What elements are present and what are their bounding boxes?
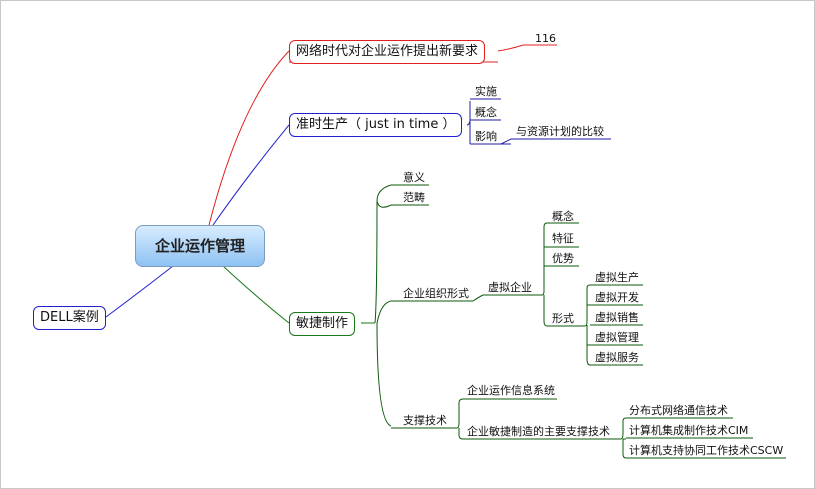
node-form-production[interactable]: 虚拟生产 <box>595 271 639 284</box>
node-jit-compare[interactable]: 与资源计划的比较 <box>516 125 604 138</box>
link-root-branch1 <box>208 50 290 226</box>
node-info-system[interactable]: 企业运作信息系统 <box>467 384 555 397</box>
node-agile-org-form[interactable]: 企业组织形式 <box>403 287 469 300</box>
link-branch1-116 <box>497 44 524 52</box>
node-jit-shishi[interactable]: 实施 <box>475 85 497 98</box>
node-form-management[interactable]: 虚拟管理 <box>595 331 639 344</box>
branch-network-era[interactable]: 网络时代对企业运作提出新要求 <box>289 40 486 64</box>
node-form-service[interactable]: 虚拟服务 <box>595 351 639 364</box>
link-root-branch2 <box>212 124 290 226</box>
node-jit-gainian[interactable]: 概念 <box>475 106 497 119</box>
link-branch2-children <box>466 101 471 144</box>
node-form-development[interactable]: 虚拟开发 <box>595 291 639 304</box>
link-virtual-children <box>536 222 548 327</box>
node-virtual-tezheng[interactable]: 特征 <box>552 232 574 245</box>
node-virtual-youshi[interactable]: 优势 <box>552 252 574 265</box>
branch-jit[interactable]: 准时生产（ just in time ） <box>289 113 463 137</box>
branch-agile[interactable]: 敏捷制作 <box>289 312 356 336</box>
node-tech-cscw[interactable]: 计算机支持协同工作技术CSCW <box>629 444 784 457</box>
node-dell-case[interactable]: DELL案例 <box>33 306 106 330</box>
node-jit-yingxiang[interactable]: 影响 <box>475 130 497 143</box>
node-main-support-tech[interactable]: 企业敏捷制造的主要支撑技术 <box>467 425 610 438</box>
link-zuzhi-virtual <box>472 294 484 302</box>
node-tech-cim[interactable]: 计算机集成制作技术CIM <box>629 424 749 437</box>
node-agile-fanchou[interactable]: 范畴 <box>403 191 425 204</box>
root-node[interactable]: 企业运作管理 <box>135 225 265 267</box>
link-main-techs <box>615 417 627 459</box>
link-root-branch3 <box>222 265 290 324</box>
link-root-dell <box>105 265 174 318</box>
node-116[interactable]: 116 <box>535 32 556 45</box>
link-zhicheng-children <box>451 398 464 440</box>
node-virtual-xingshi[interactable]: 形式 <box>552 312 574 325</box>
link-yingxiang-compare <box>500 138 512 145</box>
node-virtual-enterprise[interactable]: 虚拟企业 <box>488 281 532 294</box>
node-agile-support[interactable]: 支撑技术 <box>403 414 447 427</box>
node-form-sales[interactable]: 虚拟销售 <box>595 311 639 324</box>
node-tech-distributed[interactable]: 分布式网络通信技术 <box>629 404 728 417</box>
link-xingshi-forms <box>579 284 591 366</box>
node-virtual-gainian[interactable]: 概念 <box>552 210 574 223</box>
node-agile-yiyi[interactable]: 意义 <box>403 171 425 184</box>
link-branch3-trunk <box>374 184 392 427</box>
